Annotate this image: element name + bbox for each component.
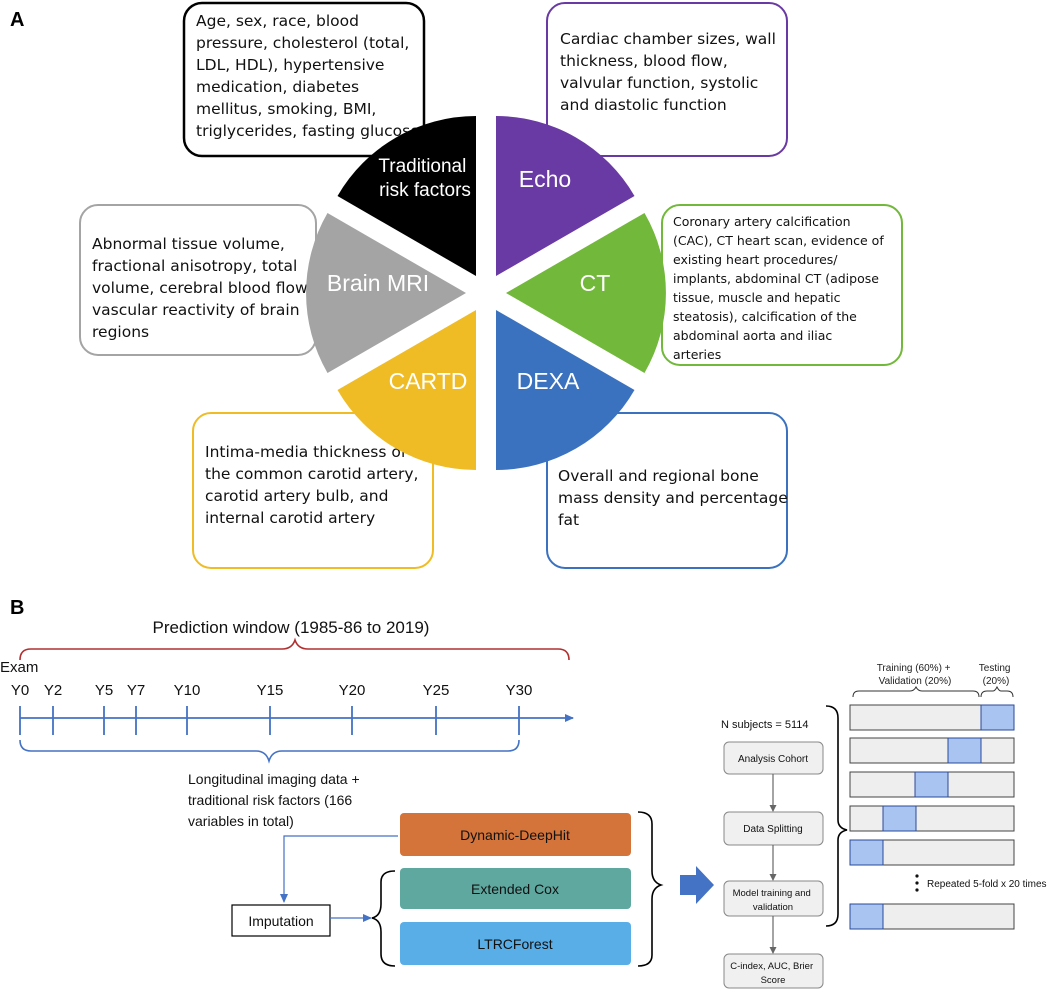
- cv-header-braces: [852, 685, 1014, 698]
- exam-year-labels: Y0 Y2 Y5 Y7 Y10 Y15 Y20 Y25 Y30: [11, 682, 533, 699]
- exam-year-y5: Y5: [95, 682, 113, 699]
- cv-test-block: [849, 839, 884, 866]
- sector-brain-mri: [306, 213, 466, 373]
- pie-chart: Traditional risk factors Echo CT DEXA CA…: [306, 116, 666, 470]
- flow-label-metrics: C-index, AUC, Brier Score: [730, 961, 816, 986]
- cv-fold-5: [849, 839, 1015, 866]
- sector-traditional: [337, 116, 476, 276]
- exam-label: Exam: [0, 659, 38, 676]
- cv-fold-4: [849, 805, 1015, 832]
- flow-right-brace: [825, 705, 848, 927]
- cv-folds: Repeated 5-fold x 20 times: [849, 704, 1047, 930]
- cv-test-block: [914, 771, 949, 798]
- model-label-extended-cox: Extended Cox: [471, 881, 559, 897]
- panel-a-label: A: [10, 9, 24, 31]
- box-traditional-text: Age, sex, race, blood pressure, choleste…: [196, 12, 420, 140]
- exam-year-y7: Y7: [127, 682, 145, 699]
- box-brain-mri-text: Abnormal tissue volume, fractional aniso…: [92, 235, 318, 341]
- n-subjects-label: N subjects = 5114: [721, 719, 809, 731]
- sector-echo: [496, 116, 635, 276]
- exam-year-y2: Y2: [44, 682, 62, 699]
- imputation-box: [231, 904, 331, 937]
- box-ct: Coronary artery calcification (CAC), CT …: [661, 204, 903, 366]
- prediction-window-brace: [19, 637, 570, 661]
- sector-ct-label: CT: [580, 270, 611, 296]
- cv-header: Training (60%) + Validation (20%) Testin…: [877, 663, 1013, 687]
- model-box-dynamic-deephit: [400, 813, 631, 856]
- sector-brain-mri-label: Brain MRI: [327, 270, 429, 296]
- model-boxes: Dynamic-DeepHit Extended Cox LTRCForest: [400, 813, 631, 965]
- cv-testing-label: Testing (20%): [979, 663, 1013, 687]
- flow-label-data-splitting: Data Splitting: [743, 824, 802, 835]
- panel-b-label: B: [10, 597, 24, 619]
- cv-ellipsis-dots: [915, 874, 919, 892]
- cv-fold-1: [849, 704, 1015, 731]
- sector-cartd: [337, 310, 476, 470]
- box-dexa: Overall and regional bone mass density a…: [546, 412, 793, 569]
- sector-dexa-label: DEXA: [517, 368, 580, 394]
- imputation-label: Imputation: [248, 913, 313, 929]
- sector-cartd-label: CARTD: [389, 368, 468, 394]
- model-label-ltrcforest: LTRCForest: [477, 936, 552, 952]
- cv-test-block: [947, 737, 982, 764]
- cv-fold-final: [849, 903, 1015, 930]
- flow-label-model-training: Model training and validation: [733, 888, 814, 913]
- models-right-brace: [637, 811, 664, 967]
- sector-traditional-label: Traditional risk factors: [378, 156, 471, 201]
- block-arrow: [680, 866, 714, 904]
- model-label-dynamic-deephit: Dynamic-DeepHit: [460, 827, 570, 843]
- exam-year-y30: Y30: [506, 682, 533, 699]
- sector-dexa: [496, 310, 635, 470]
- cv-test-block: [980, 704, 1015, 731]
- flow-label-analysis-cohort: Analysis Cohort: [738, 754, 808, 765]
- box-echo-text: Cardiac chamber sizes, wall thickness, b…: [560, 30, 781, 114]
- box-ct-text: Coronary artery calcification (CAC), CT …: [673, 214, 888, 362]
- imaging-brace: [19, 739, 520, 764]
- sector-echo-label: Echo: [519, 166, 571, 192]
- box-dexa-text: Overall and regional bone mass density a…: [558, 467, 793, 529]
- flow-chart: Analysis Cohort Data Splitting Model tra…: [723, 741, 824, 989]
- cv-test-block: [882, 805, 917, 832]
- box-cartd: Intima-media thickness of the common car…: [192, 412, 434, 569]
- exam-year-y25: Y25: [423, 682, 450, 699]
- timeline: [19, 706, 574, 735]
- cv-test-block: [849, 903, 884, 930]
- model-box-ltrcforest: [400, 922, 631, 965]
- box-cartd-text: Intima-media thickness of the common car…: [205, 443, 423, 527]
- cv-fold-3: [849, 771, 1015, 798]
- cv-repeated-label: Repeated 5-fold x 20 times: [927, 879, 1047, 890]
- box-echo: Cardiac chamber sizes, wall thickness, b…: [546, 2, 788, 157]
- prediction-window-label: Prediction window (1985-86 to 2019): [153, 618, 430, 637]
- model-box-extended-cox: [400, 868, 631, 909]
- exam-year-y10: Y10: [174, 682, 201, 699]
- box-brain-mri: Abnormal tissue volume, fractional aniso…: [79, 204, 318, 356]
- box-traditional: Age, sex, race, blood pressure, choleste…: [182, 1, 426, 158]
- connector-lines: [280, 835, 398, 922]
- flow-box-metrics: [723, 953, 824, 989]
- models-left-brace: [371, 870, 396, 967]
- cv-training-label: Training (60%) + Validation (20%): [877, 663, 954, 687]
- exam-year-y20: Y20: [339, 682, 366, 699]
- sector-ct: [506, 213, 666, 373]
- imaging-text: Longitudinal imaging data + traditional …: [188, 771, 364, 829]
- exam-year-y0: Y0: [11, 682, 29, 699]
- exam-year-y15: Y15: [257, 682, 284, 699]
- cv-fold-2: [849, 737, 1015, 764]
